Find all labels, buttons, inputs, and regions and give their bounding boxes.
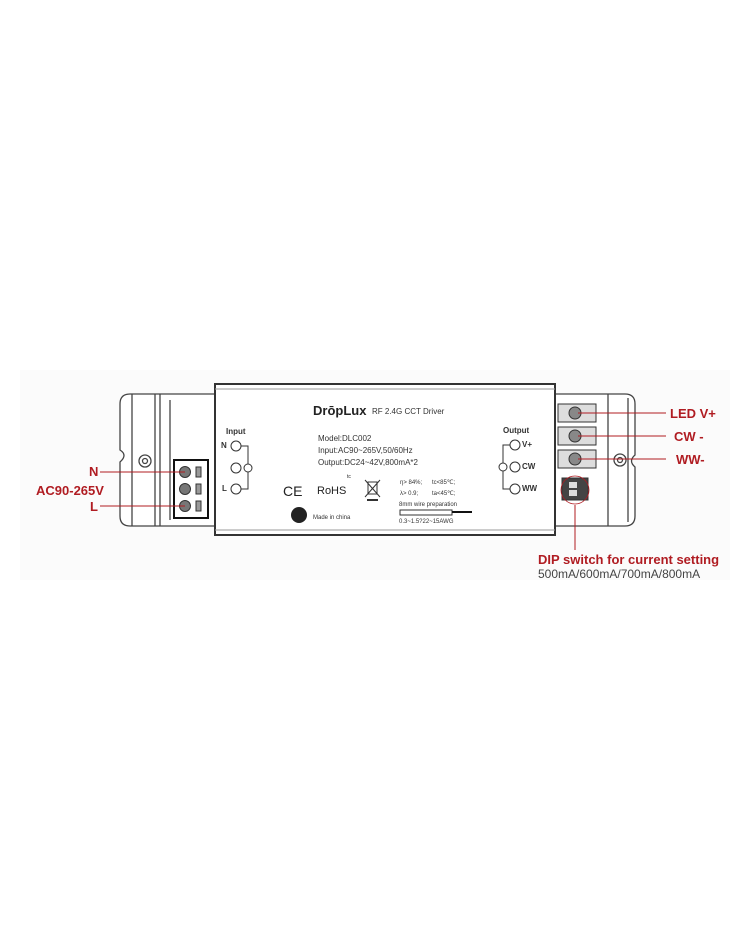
callout-ww: WW- bbox=[676, 452, 705, 467]
tc-mark: tc bbox=[347, 474, 351, 480]
driver-body bbox=[214, 383, 556, 536]
input-spec: Input:AC90~265V,50/60Hz bbox=[318, 446, 413, 455]
wire-strip-diagram bbox=[399, 509, 472, 516]
callout-dip-values: 500mA/600mA/700mA/800mA bbox=[538, 567, 701, 581]
weee-bin-icon bbox=[364, 479, 381, 501]
callout-cw: CW - bbox=[674, 429, 704, 444]
made-in-text: Made in china bbox=[313, 515, 351, 521]
left-end-cap bbox=[119, 393, 216, 527]
output-cw: CW bbox=[522, 462, 536, 471]
rohs-mark: RoHS bbox=[317, 485, 347, 497]
callout-led-vplus: LED V+ bbox=[670, 406, 716, 421]
callout-dip-title: DIP switch for current setting bbox=[538, 552, 720, 567]
brand-logo: DrōpLux bbox=[313, 403, 367, 418]
ta-text: ta<45℃; bbox=[432, 491, 456, 497]
wire-gauge-text: 0.3~1.5?22~15AWG bbox=[399, 519, 454, 525]
input-l: L bbox=[222, 484, 227, 493]
output-title: Output bbox=[503, 426, 530, 435]
product-name: RF 2.4G CCT Driver bbox=[372, 407, 445, 416]
callout-ac-input: AC90-265V bbox=[36, 483, 104, 498]
efficiency-text: η> 84%; bbox=[400, 480, 423, 486]
wire-prep-text: 8mm wire preparation bbox=[399, 502, 458, 508]
input-title: Input bbox=[226, 427, 246, 436]
dip-switch bbox=[561, 477, 589, 501]
model-text: Model:DLC002 bbox=[318, 434, 372, 443]
callout-l: L bbox=[90, 499, 98, 514]
input-schematic bbox=[230, 440, 253, 495]
pf-text: λ> 0.9; bbox=[400, 491, 419, 497]
ce-mark: CE bbox=[283, 483, 303, 499]
input-n: N bbox=[221, 441, 227, 450]
output-spec: Output:DC24~42V,800mA*2 bbox=[318, 458, 418, 467]
output-schematic bbox=[498, 439, 521, 495]
callout-n: N bbox=[89, 464, 99, 479]
recycle-icon bbox=[291, 507, 307, 523]
input-terminals bbox=[179, 466, 202, 512]
output-vplus: V+ bbox=[522, 440, 533, 449]
tc-text: tc<85℃; bbox=[432, 480, 456, 486]
output-ww: WW bbox=[522, 484, 538, 493]
output-terminals bbox=[557, 403, 597, 501]
callout-lines bbox=[100, 412, 666, 550]
